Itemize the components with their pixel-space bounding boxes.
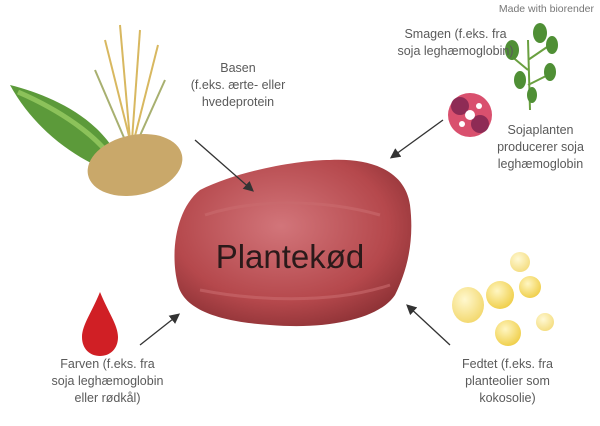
blood-drop-icon <box>82 292 118 356</box>
plant-meat-icon <box>174 159 412 327</box>
leghemoglobin-molecule-icon <box>448 93 492 137</box>
arrow-farven <box>139 313 181 346</box>
label-basen: Basen (f.eks. ærte- eller hvedeprotein <box>190 61 286 109</box>
arrow-fedtet <box>406 304 451 346</box>
soy-plant-icon <box>505 23 558 111</box>
arrow-basen <box>194 139 254 192</box>
arrow-smagen <box>389 119 444 159</box>
oil-droplets-icon <box>452 252 554 346</box>
wheat-icon <box>94 24 166 141</box>
potato-icon <box>87 134 183 196</box>
label-fedtet: Fedtet (f.eks. fra planteolier som kokos… <box>461 357 553 405</box>
label-farven: Farven (f.eks. fra soja leghæmoglobin el… <box>51 357 164 405</box>
label-smagen: Smagen (f.eks. fra soja leghæmoglobin) <box>397 27 514 58</box>
center-label: Plantekød <box>215 238 365 275</box>
watermark: Made with biorender <box>498 3 594 15</box>
label-sojaplanten: Sojaplanten producerer soja leghæmoglobi… <box>497 123 584 171</box>
